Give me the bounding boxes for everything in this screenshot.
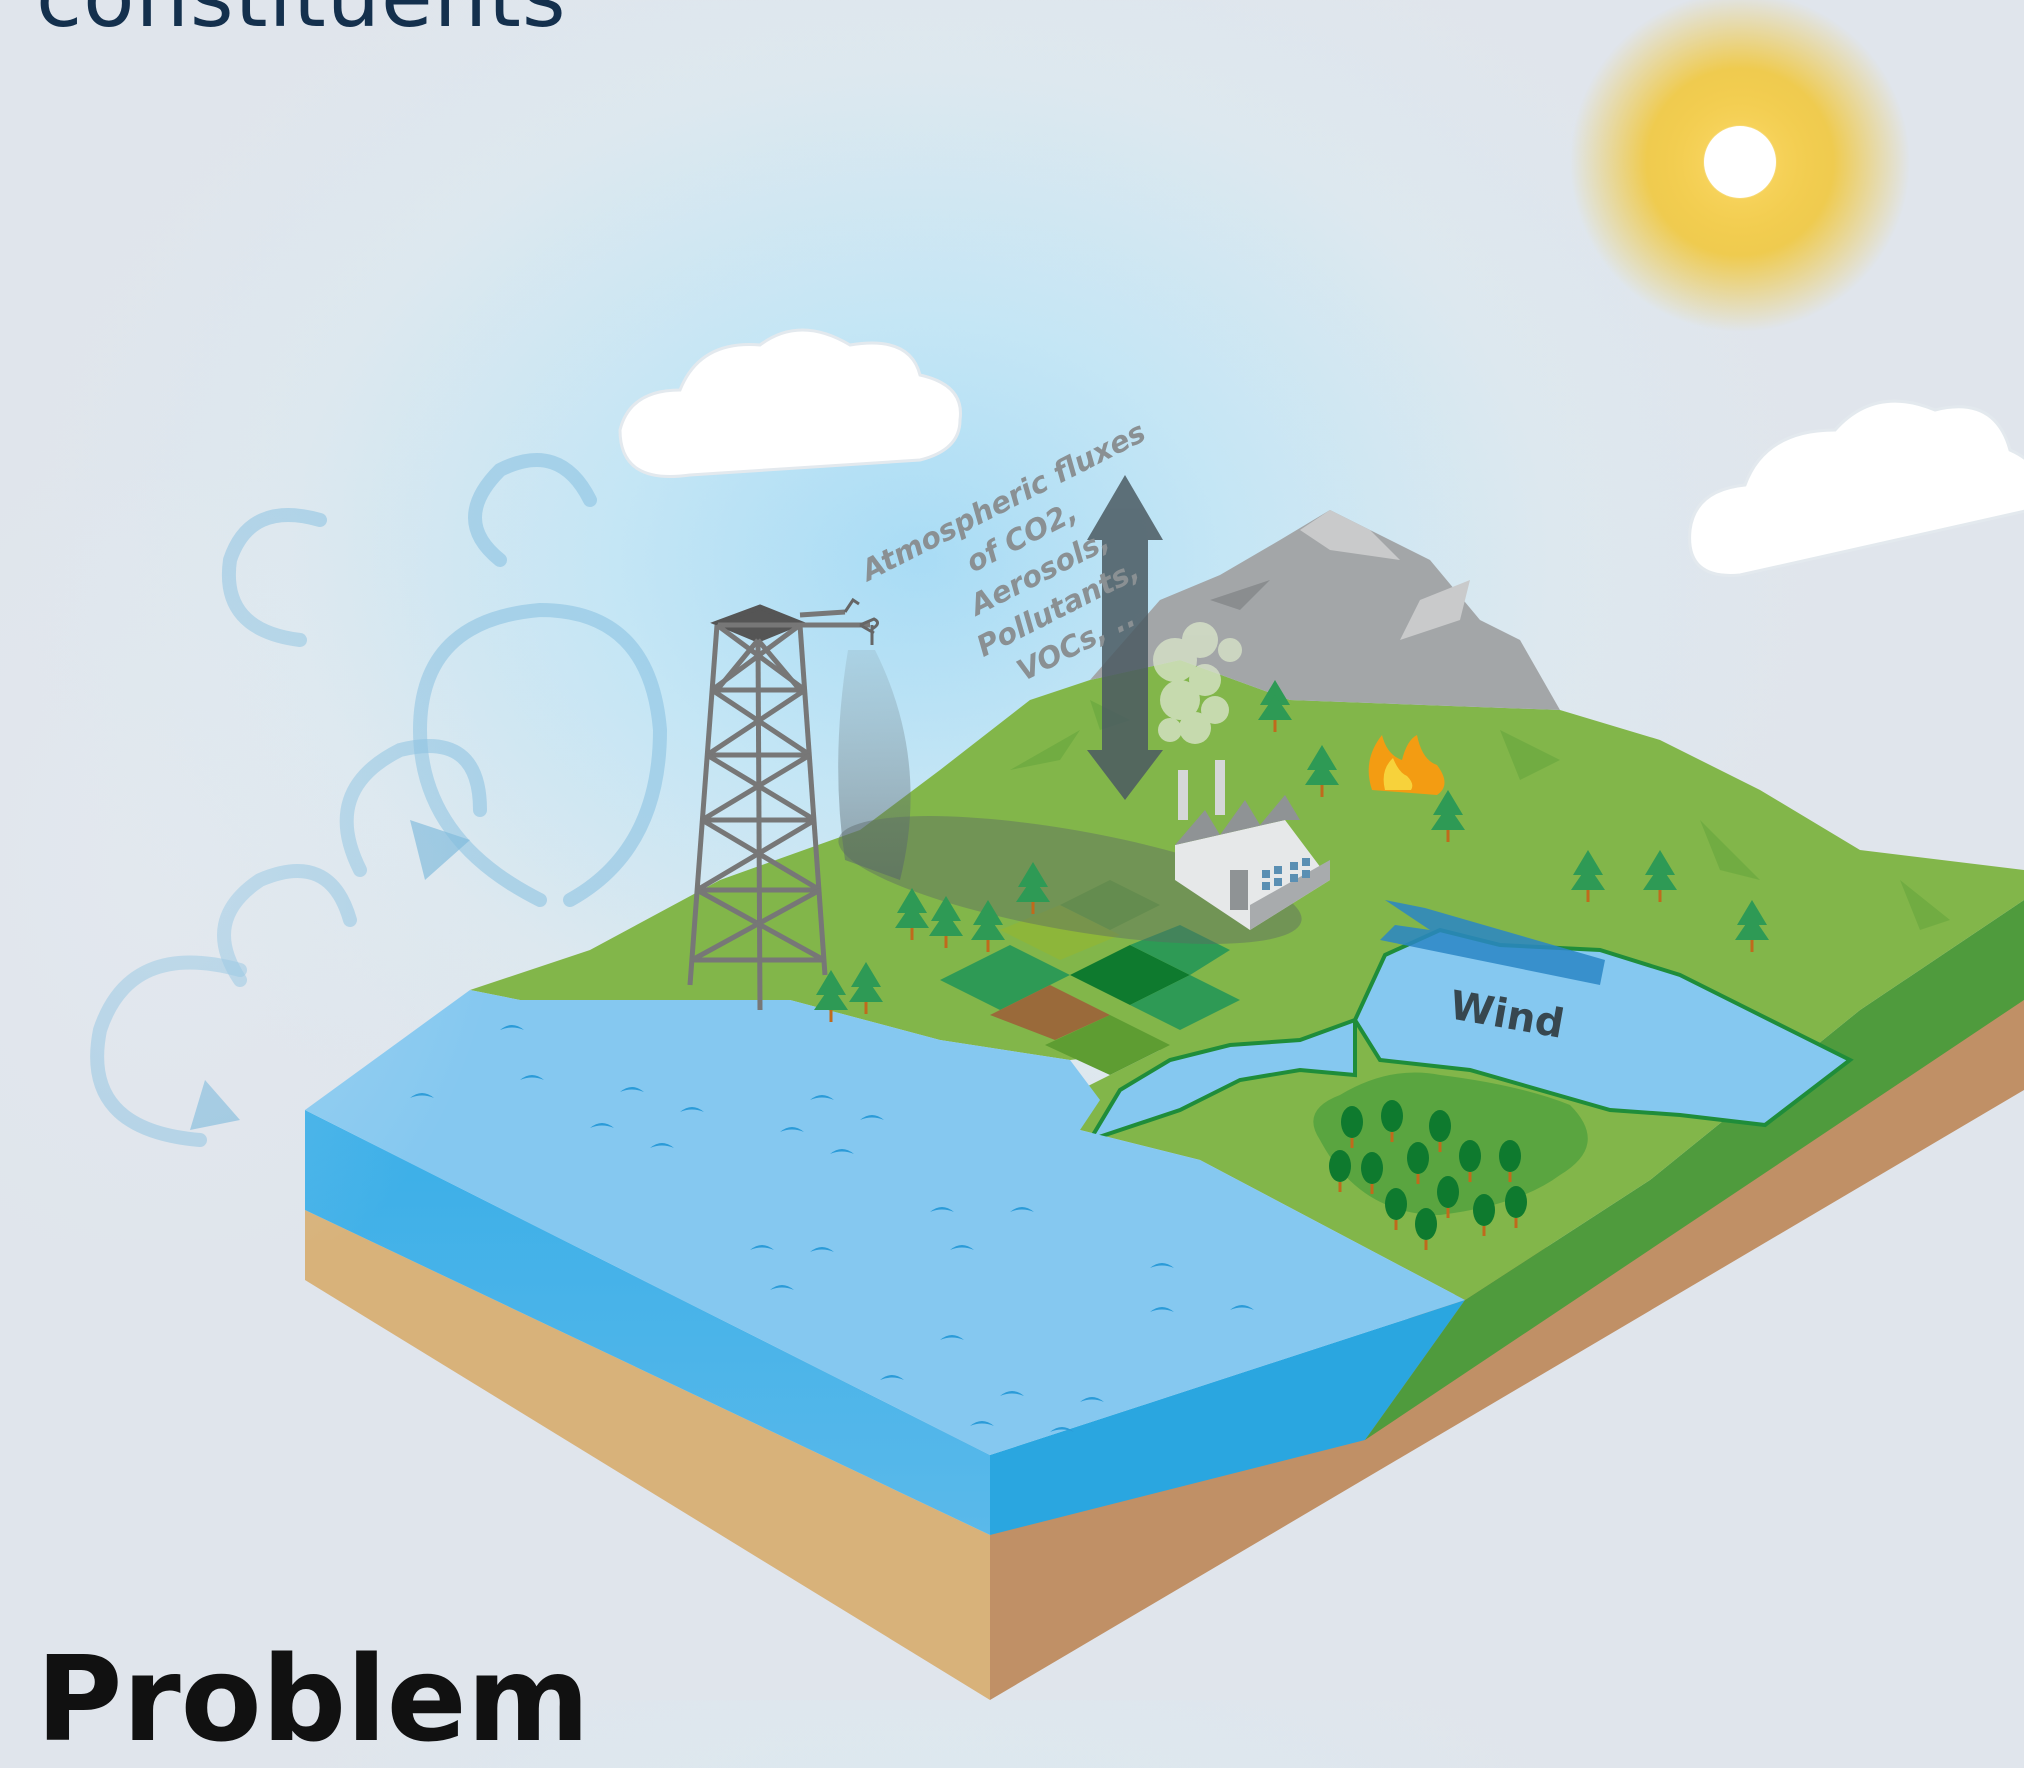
- cloud-icon: [1688, 399, 2024, 577]
- sensor-plume: [838, 650, 911, 880]
- tree-icons: [814, 680, 1769, 1022]
- soil-left-side: [305, 1210, 990, 1700]
- cloud-icon: [618, 328, 962, 478]
- factory-icon: [1175, 760, 1330, 930]
- soil-right-side: [990, 1000, 2024, 1700]
- pollution-haze: [838, 816, 1302, 944]
- mountain: [1090, 510, 1560, 710]
- crop-fields: [940, 880, 1240, 1075]
- hill-front-side: [1365, 900, 2024, 1440]
- forest: [1313, 1072, 1588, 1250]
- flux-double-arrow-icon: [1087, 475, 1163, 800]
- water-right-side: [990, 1300, 1465, 1535]
- sun-icon: [1570, 0, 1910, 332]
- ecosystem-illustration: Atmospheric fluxes of CO2, Aerosols, Pol…: [0, 0, 2024, 1700]
- haze-overlay: [0, 480, 560, 1240]
- smoke-puffs: [1153, 622, 1242, 744]
- heading-top: constituents: [36, 0, 567, 46]
- wave-marks: [410, 1025, 1254, 1432]
- fire-icon: [1368, 735, 1445, 795]
- wind-arrow-icon: [1380, 900, 1605, 985]
- land-surface: [470, 660, 2024, 1300]
- sea-surface: [305, 990, 1465, 1455]
- flux-tower: [687, 604, 870, 1011]
- sonic-anemometer-icon: [843, 597, 879, 645]
- heading-bottom: Problem: [36, 1630, 590, 1768]
